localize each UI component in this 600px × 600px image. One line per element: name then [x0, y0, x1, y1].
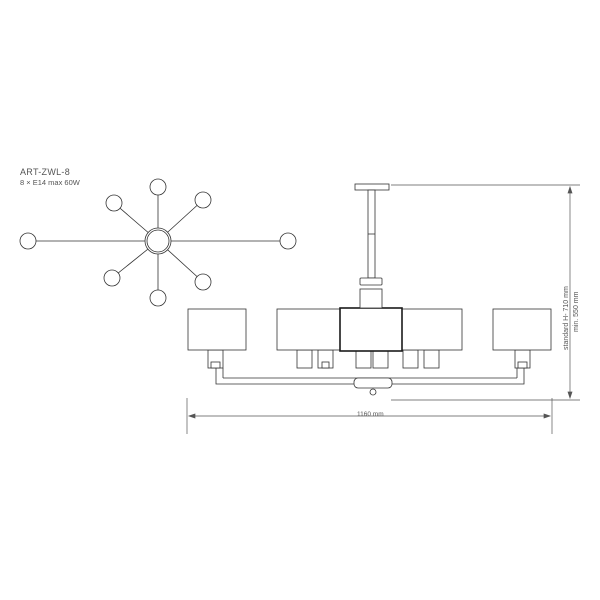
height-min-label: min. 550 mm — [573, 291, 580, 332]
lamp-bottom — [149, 289, 167, 307]
holder-4 — [355, 349, 372, 369]
hub-inner — [146, 229, 170, 253]
candle-holders — [207, 349, 531, 369]
lamp-left — [19, 232, 37, 250]
lamp-upper-left — [105, 194, 123, 212]
dimension-lines — [186, 184, 580, 434]
height-standard-label: standard H- 710 mm — [563, 286, 570, 350]
holder-7 — [423, 349, 440, 369]
holder-1-cup — [210, 361, 221, 369]
holder-3-cup — [321, 361, 330, 369]
product-spec-label: 8 × E14 max 60W — [20, 178, 80, 187]
width-arrow-right — [543, 413, 552, 419]
arm-frame-right — [372, 368, 525, 385]
width-dimension-label: 1160 mm — [357, 411, 384, 418]
holder-2 — [296, 349, 313, 369]
width-arrow-left — [187, 413, 196, 419]
lamp-lower-right — [194, 273, 212, 291]
center-finial — [369, 388, 377, 396]
lamp-shade-1 — [187, 308, 247, 351]
ceiling-canopy — [354, 183, 390, 191]
holder-5 — [372, 349, 389, 369]
lamp-shade-4 — [492, 308, 552, 351]
lamp-upper-right — [194, 191, 212, 209]
lamp-top — [149, 178, 167, 196]
arm-frame-left — [215, 368, 372, 385]
height-arrow-bottom — [567, 391, 573, 400]
height-arrow-top — [567, 185, 573, 194]
lamp-lower-left — [103, 269, 121, 287]
center-column — [359, 288, 383, 309]
top-view-diagram — [19, 178, 297, 307]
holder-8-cup — [517, 361, 528, 369]
product-model-label: ART-ZWL-8 — [20, 167, 71, 177]
lamp-shade-3 — [399, 308, 463, 351]
lamp-shade-center — [339, 307, 403, 352]
holder-6 — [402, 349, 419, 369]
lamp-shade-2 — [276, 308, 342, 351]
center-ornament — [353, 377, 393, 389]
side-view-diagram — [187, 183, 552, 396]
rod-collar — [359, 277, 383, 286]
lamp-right — [279, 232, 297, 250]
